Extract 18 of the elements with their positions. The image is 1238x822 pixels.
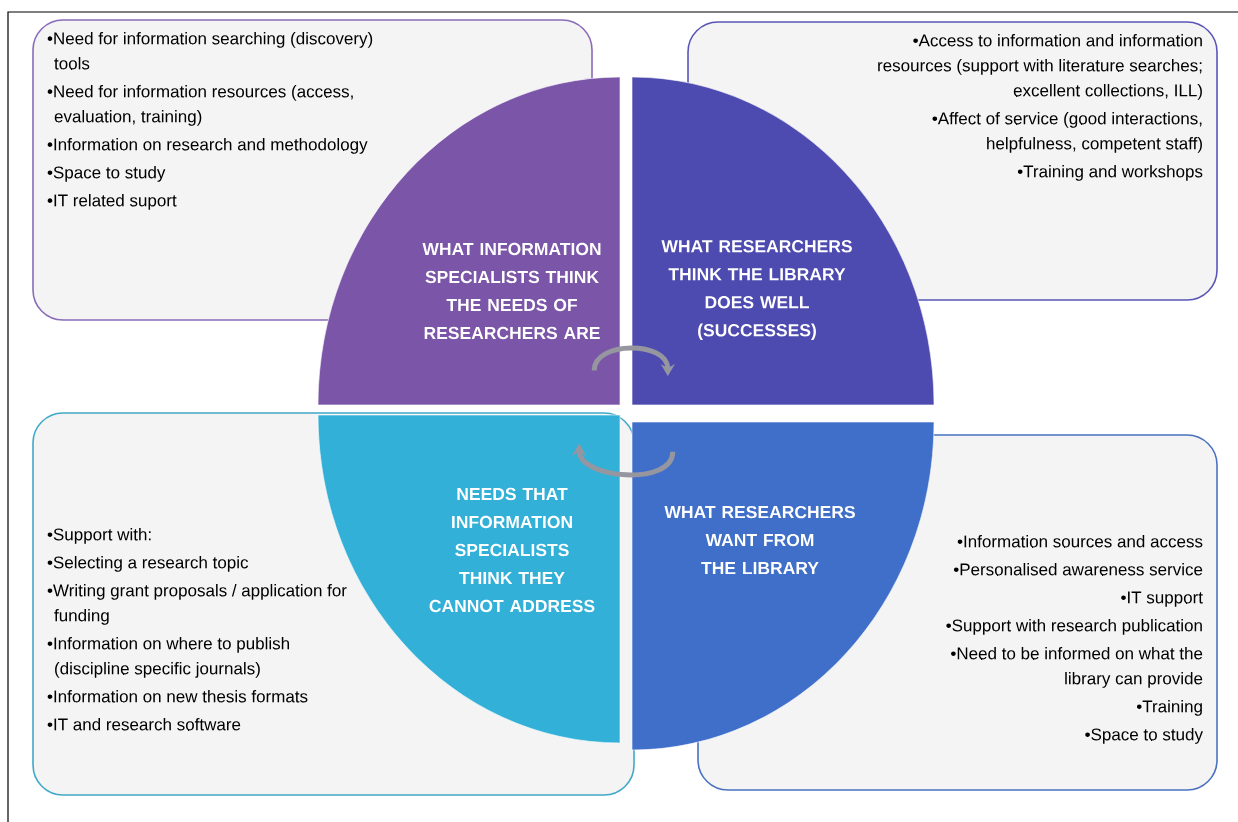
bullet-item: •Information sources and access <box>957 535 1203 548</box>
bullet-item: •IT and research software <box>47 718 241 731</box>
bullet-item: •Support with: <box>47 528 151 544</box>
bullet-item: •Personalised awareness service <box>953 563 1203 576</box>
bullet-item: •IT support <box>1121 591 1203 607</box>
bullet-item: •Training and workshops <box>1017 165 1203 181</box>
bullet-item: •Need for information searching (discovery) tools <box>47 32 373 70</box>
bullet-item: •Selecting a research topic <box>47 556 249 572</box>
bullet-item: •Training <box>1136 700 1202 716</box>
bullet-item: •Information on where to publish (discipline specific journals) <box>47 637 289 678</box>
bullet-item: •Space to study <box>47 166 166 182</box>
bullet-item: •Affect of service (good interactions, helpfulness, competent staff) <box>932 112 1202 153</box>
bullet-item: •Space to study <box>1085 728 1203 744</box>
bullet-item: •IT related suport <box>47 194 177 210</box>
bullet-item: •Information on new thesis formats <box>47 690 308 703</box>
quadrant-segment: WHAT RESEARCHERS WANT FROM THE LIBRARY <box>631 421 935 751</box>
bullet-item: •Support with research publication <box>946 619 1202 635</box>
bullet-item: •Need to be informed on what the library can provide <box>951 647 1203 688</box>
